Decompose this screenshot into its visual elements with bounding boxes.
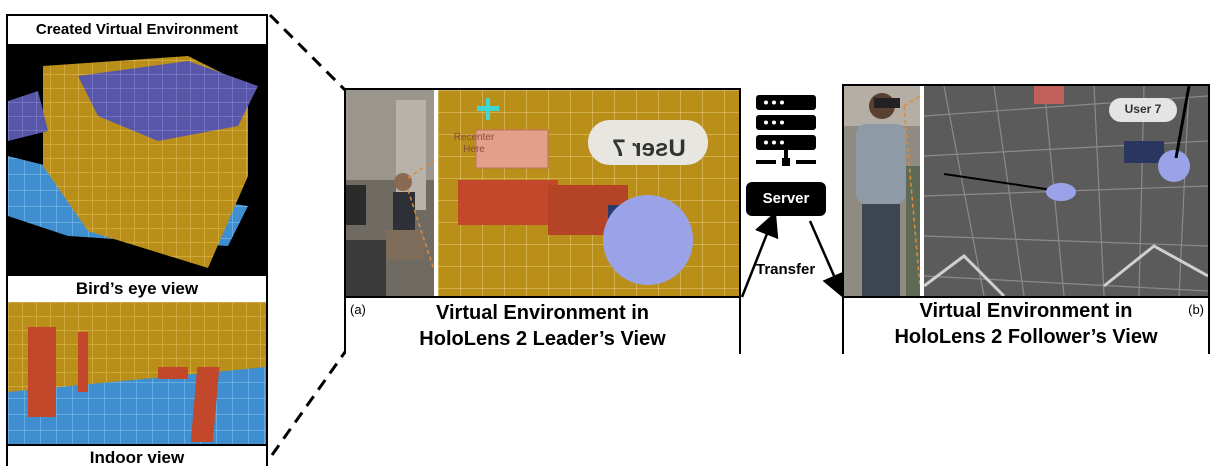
transfer-label: Transfer xyxy=(756,261,816,278)
leader-tag: (a) xyxy=(350,302,366,317)
follower-photo xyxy=(844,86,920,296)
zoom-line-bottom xyxy=(270,351,347,456)
red-wall-block xyxy=(458,180,558,225)
server-icon xyxy=(756,95,816,166)
created-environment-panel: Created Virtual Environment Bird’s eye v… xyxy=(6,14,268,468)
leader-caption-line1: Virtual Environment in xyxy=(436,302,649,324)
server-label: Server xyxy=(746,182,826,216)
panel-title: Created Virtual Environment xyxy=(8,16,266,46)
indoor-caption: Indoor view xyxy=(8,444,266,468)
user-avatar-sphere xyxy=(603,195,693,285)
server-to-follower-arrow xyxy=(808,220,846,299)
crosshair-icon xyxy=(477,106,499,111)
follower-user-label: User 7 xyxy=(1124,102,1162,116)
red-panel-right xyxy=(190,367,220,442)
follower-user-bubble xyxy=(1109,98,1177,122)
recenter-line2: Here xyxy=(463,144,485,155)
recenter-line1: Recenter xyxy=(453,132,495,143)
zoom-line-top xyxy=(268,13,347,92)
follower-caption-box: (b) Virtual Environment in HoloLens 2 Fo… xyxy=(844,296,1208,354)
follower-hololens-view xyxy=(924,86,1208,296)
follower-tag: (b) xyxy=(1188,302,1204,317)
indoor-render xyxy=(8,302,266,444)
leader-photo xyxy=(346,90,434,296)
leader-to-server-arrow xyxy=(740,211,779,298)
leader-user-label: User 7 xyxy=(612,135,686,162)
red-panel-left xyxy=(28,327,56,417)
follower-avatar-far xyxy=(1046,183,1076,201)
leader-hololens-view xyxy=(438,90,739,296)
roof-edge xyxy=(8,91,48,141)
birdseye-render xyxy=(8,46,266,274)
follower-avatar-near xyxy=(1158,150,1190,182)
follower-caption-line2: HoloLens 2 Follower’s View xyxy=(894,326,1158,348)
birdseye-caption: Bird’s eye view xyxy=(8,274,266,304)
follower-view-panel: User 7 (b) Virtual Environment in HoloLe… xyxy=(842,84,1210,354)
recenter-sign: Recenter Here xyxy=(438,132,510,156)
leader-view-panel: Recenter Here User 7 (a) Virtual Environ… xyxy=(344,88,741,354)
leader-caption-line2: HoloLens 2 Leader’s View xyxy=(419,328,666,350)
roof-plane xyxy=(78,61,258,141)
follower-caption-line1: Virtual Environment in xyxy=(919,300,1133,322)
leader-caption-box: (a) Virtual Environment in HoloLens 2 Le… xyxy=(346,296,739,354)
user-label-bubble xyxy=(588,120,708,165)
